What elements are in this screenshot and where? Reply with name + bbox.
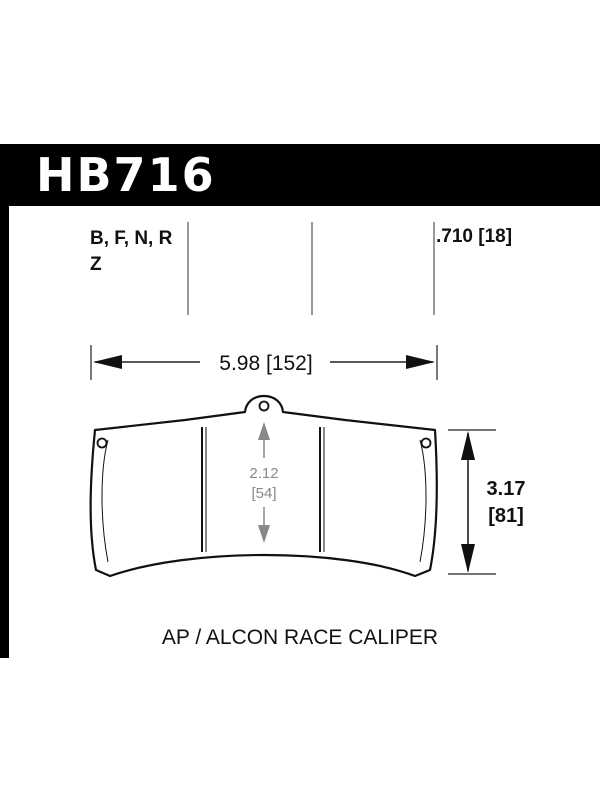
left-border-rule — [0, 206, 9, 658]
hole-top — [258, 400, 270, 412]
thickness-label: .710 [18] — [436, 226, 513, 247]
inner-edge-left — [101, 439, 109, 563]
height-in-label: 3.17 — [487, 478, 526, 500]
caliper-label: AP / ALCON RACE CALIPER — [161, 626, 439, 649]
width-dimension-label: 5.98 [152] — [219, 352, 312, 375]
hole-left — [96, 437, 108, 449]
inner-height-mm-label: [54] — [251, 485, 276, 502]
inner-height-in-label: 2.12 — [249, 465, 278, 482]
pad-outline — [89, 394, 438, 578]
inner-arrow-bottom — [258, 525, 270, 543]
compound-list: B, F, N, R Z — [90, 226, 172, 278]
height-arrow-bottom — [461, 544, 475, 573]
compound-line-1: B, F, N, R — [90, 228, 173, 249]
height-mm-label: [81] — [488, 505, 524, 527]
inner-arrow-top — [258, 422, 270, 440]
width-arrow-right — [406, 355, 435, 369]
header-bar — [0, 144, 600, 206]
width-arrow-left — [93, 355, 122, 369]
part-number: HB716 — [36, 148, 216, 202]
compound-line-2: Z — [90, 254, 102, 275]
inner-edge-right — [419, 439, 427, 563]
height-arrow-top — [461, 431, 475, 460]
hole-right — [420, 437, 432, 449]
